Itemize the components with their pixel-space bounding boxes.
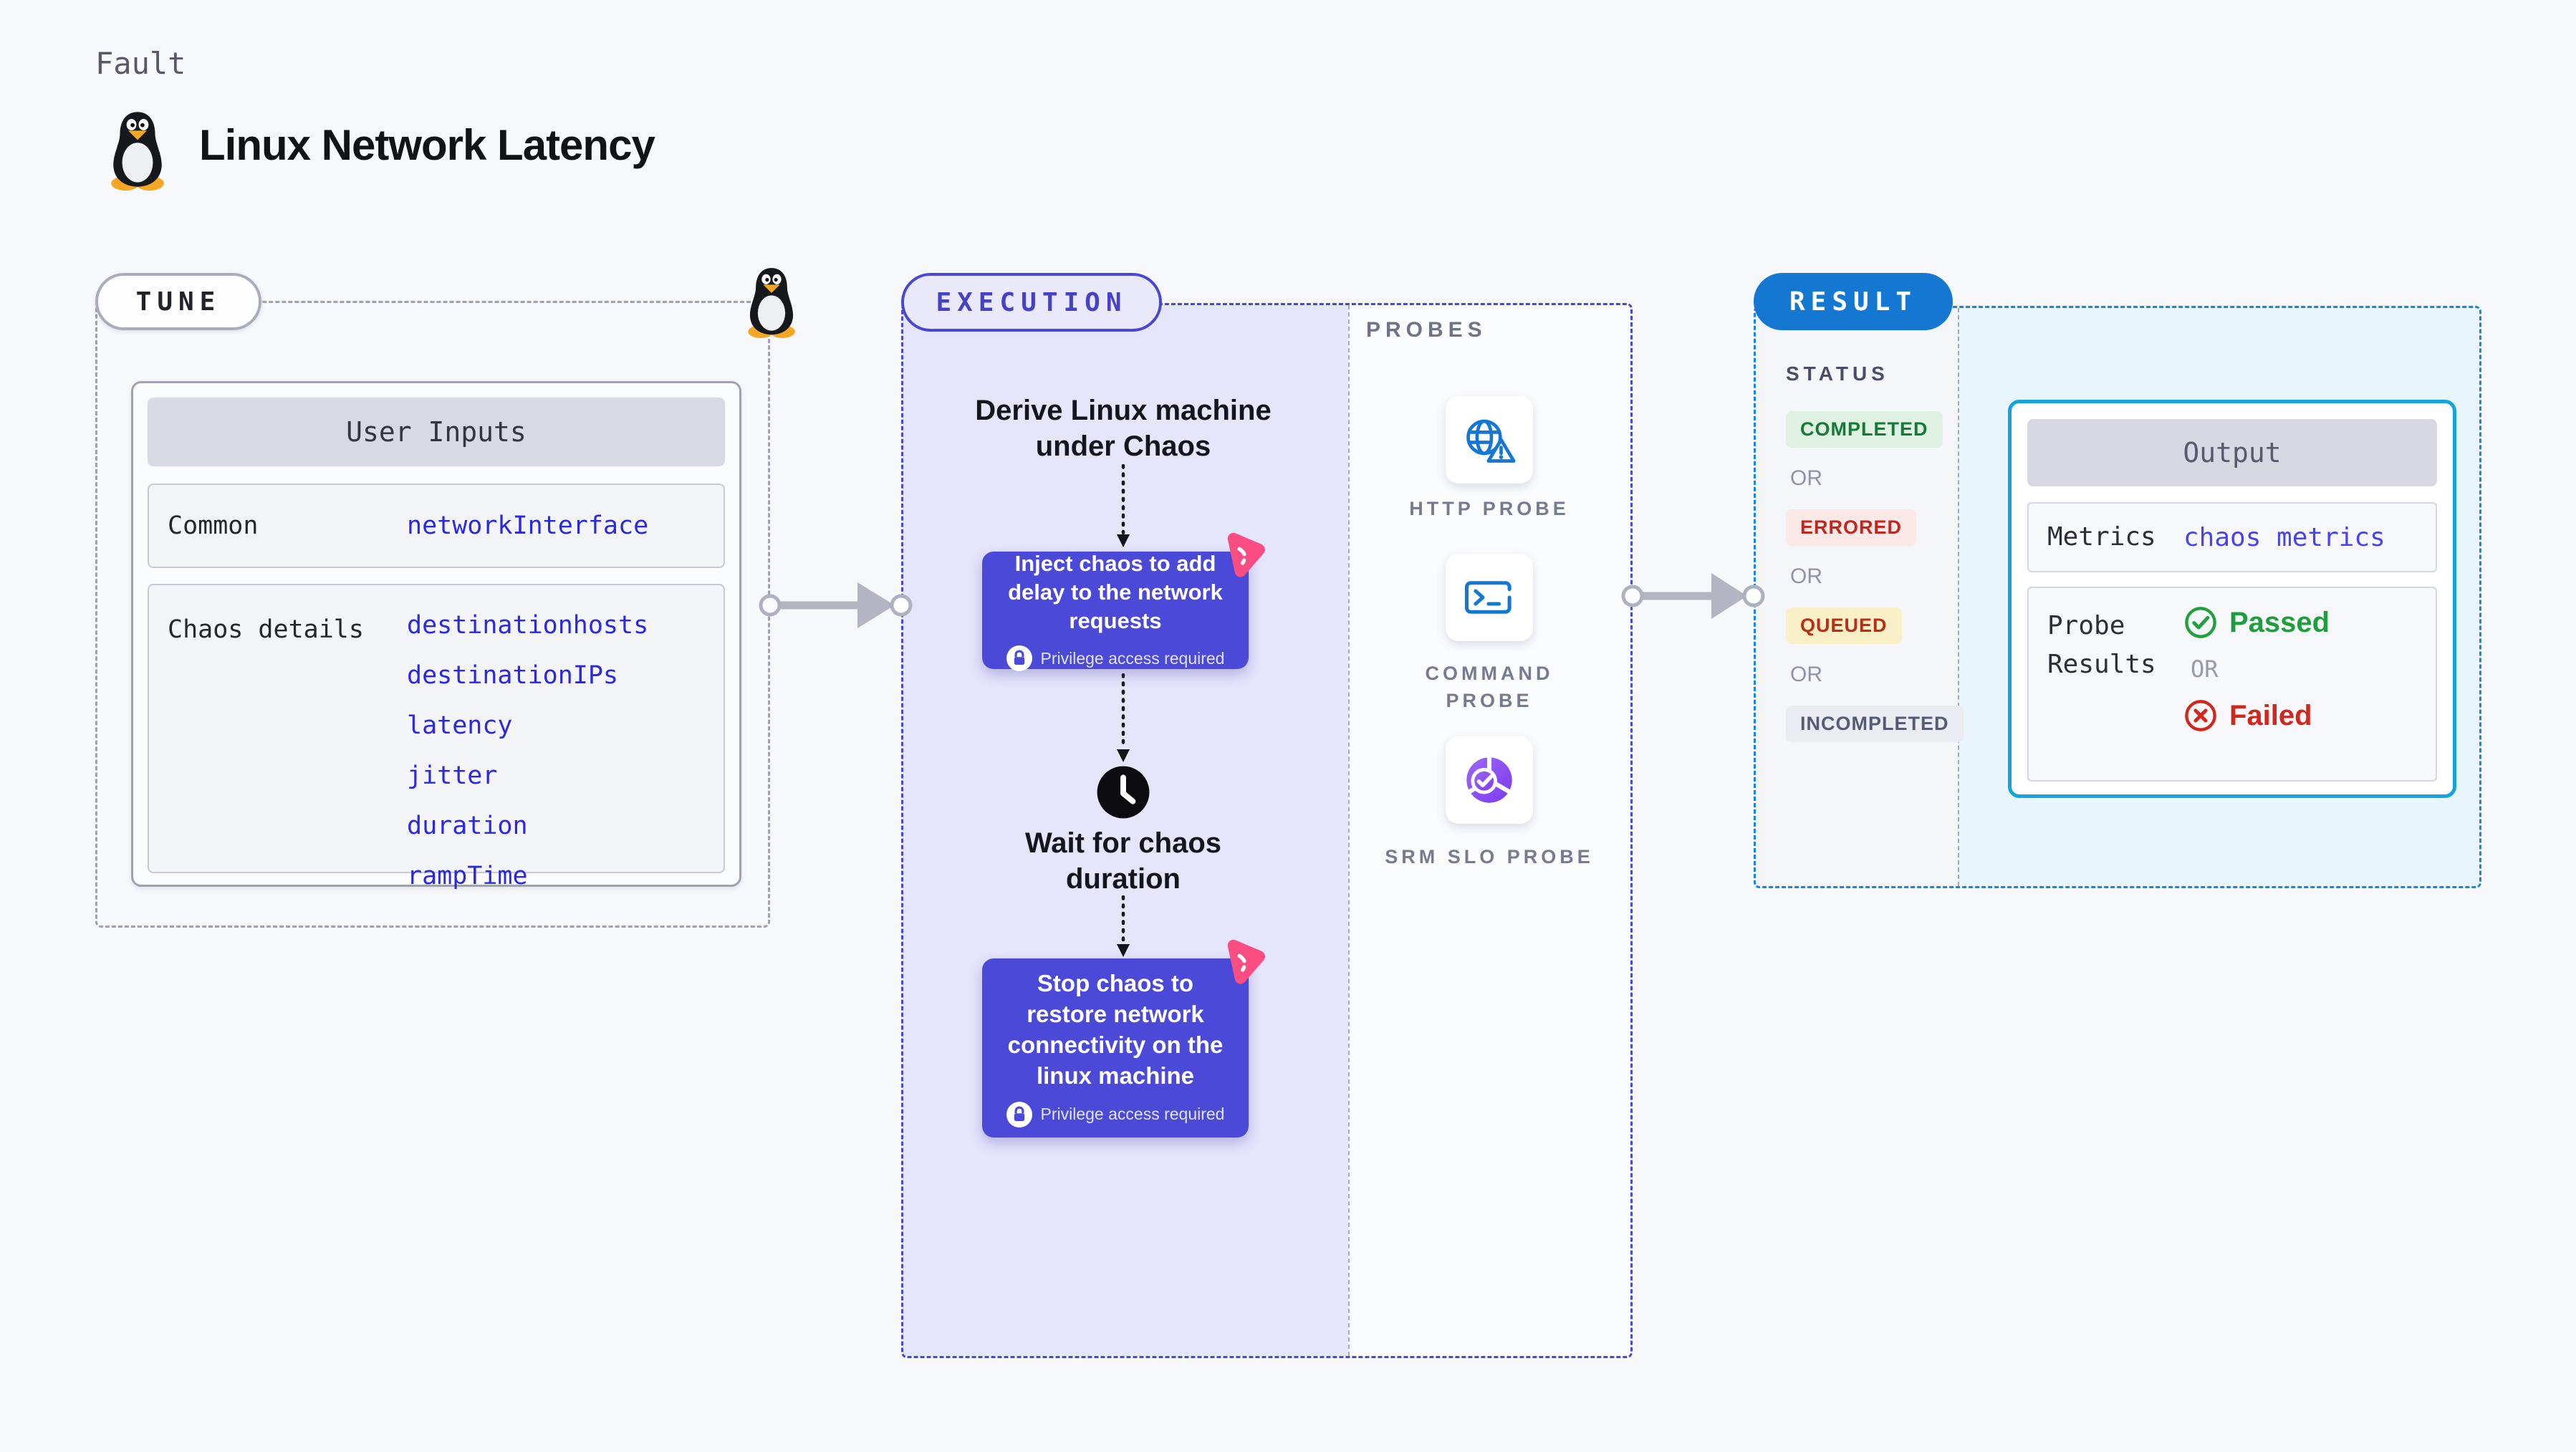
metrics-value: chaos metrics	[2183, 522, 2385, 552]
wait-step-label: Wait for chaos duration	[1024, 827, 1222, 895]
status-badge-errored: ERRORED	[1786, 509, 1917, 546]
dotted-arrow-down-icon	[1117, 464, 1130, 547]
http-probe-card	[1446, 396, 1533, 484]
probe-results-label: Probe Results	[2047, 611, 2156, 679]
output-card: Output Metrics chaos metrics Probe Resul…	[2008, 400, 2456, 798]
input-value: networkInterface	[407, 511, 649, 540]
input-row-label: Common	[168, 511, 259, 540]
user-input-row-chaos-details: Chaos details destinationhosts destinati…	[148, 584, 725, 890]
command-probe-label: COMMAND PROBE	[1425, 663, 1554, 711]
dotted-arrow-down-icon	[1117, 895, 1130, 957]
arrow-tune-to-execution	[759, 582, 913, 628]
privilege-text: Privilege access required	[1040, 648, 1225, 668]
or-separator: OR	[2191, 655, 2219, 683]
user-input-row-common: Common networkInterface	[148, 484, 725, 568]
wait-clock-icon	[1097, 766, 1150, 819]
page-title: Linux Network Latency	[199, 121, 655, 169]
srm-slo-probe-label: SRM SLO PROBE	[1385, 846, 1594, 867]
stop-chaos-node: Stop chaos to restore network connectivi…	[982, 958, 1249, 1138]
or-separator: OR	[1790, 564, 1822, 588]
execution-flow-panel	[903, 305, 1348, 1356]
globe-warning-icon	[1466, 419, 1516, 463]
result-section: STATUS COMPLETED OR ERRORED OR QUEUED OR…	[1754, 306, 2481, 888]
input-value: rampTime	[407, 862, 528, 890]
privilege-text: Privilege access required	[1040, 1105, 1225, 1124]
status-heading: STATUS	[1786, 362, 1889, 385]
derive-step-label: Derive Linux machine under Chaos	[975, 395, 1272, 462]
privilege-lock-icon	[1006, 1101, 1032, 1128]
input-value: duration	[407, 812, 528, 840]
user-inputs-card: User Inputs Common networkInterface Chao…	[131, 381, 741, 890]
status-badge-queued: QUEUED	[1786, 607, 1902, 644]
inject-chaos-label: Inject chaos to add delay to the network…	[1008, 550, 1223, 634]
command-probe-card	[1446, 554, 1533, 641]
passed-label: Passed	[2229, 606, 2330, 638]
stop-chaos-label: Stop chaos to restore network connectivi…	[1007, 970, 1224, 1089]
linux-tux-small-icon	[748, 268, 795, 338]
probes-heading: PROBES	[1366, 318, 1487, 342]
slo-pie-check-icon	[1466, 756, 1512, 803]
input-value: latency	[407, 711, 513, 740]
status-badge-completed: COMPLETED	[1786, 411, 1943, 448]
or-separator: OR	[1790, 466, 1822, 490]
chaos-litmus-icon	[1227, 532, 1265, 577]
input-value: destinationIPs	[407, 661, 619, 690]
or-separator: OR	[1790, 663, 1822, 686]
status-column: STATUS COMPLETED OR ERRORED OR QUEUED OR…	[1786, 362, 1964, 742]
privilege-lock-icon	[1006, 645, 1032, 672]
tune-badge: TUNE	[95, 273, 261, 330]
arrow-execution-to-result	[1621, 573, 1765, 619]
passed-check-icon	[2185, 607, 2216, 638]
input-row-label: Chaos details	[168, 615, 364, 644]
execution-badge: EXECUTION	[901, 273, 1162, 332]
input-value: jitter	[407, 761, 498, 790]
failed-x-icon	[2185, 700, 2216, 731]
inject-chaos-node: Inject chaos to add delay to the network…	[982, 550, 1249, 672]
metrics-label: Metrics	[2047, 522, 2156, 552]
http-probe-label: HTTP PROBE	[1409, 498, 1570, 519]
linux-tux-icon	[111, 112, 164, 191]
user-inputs-header: User Inputs	[148, 398, 725, 466]
srm-slo-probe-card	[1446, 736, 1533, 824]
status-badge-incompleted: INCOMPLETED	[1786, 706, 1964, 742]
result-badge: RESULT	[1754, 273, 1953, 330]
terminal-icon	[1464, 581, 1512, 614]
dotted-arrow-down-icon	[1117, 673, 1130, 762]
metrics-row: Metrics chaos metrics	[2027, 502, 2437, 572]
output-header: Output	[2027, 419, 2437, 486]
failed-label: Failed	[2229, 699, 2312, 731]
input-value: destinationhosts	[407, 611, 649, 640]
chaos-litmus-icon	[1227, 939, 1265, 984]
fault-kicker: Fault	[95, 46, 186, 81]
probe-results-row: Probe Results Passed OR Failed	[2027, 587, 2437, 782]
